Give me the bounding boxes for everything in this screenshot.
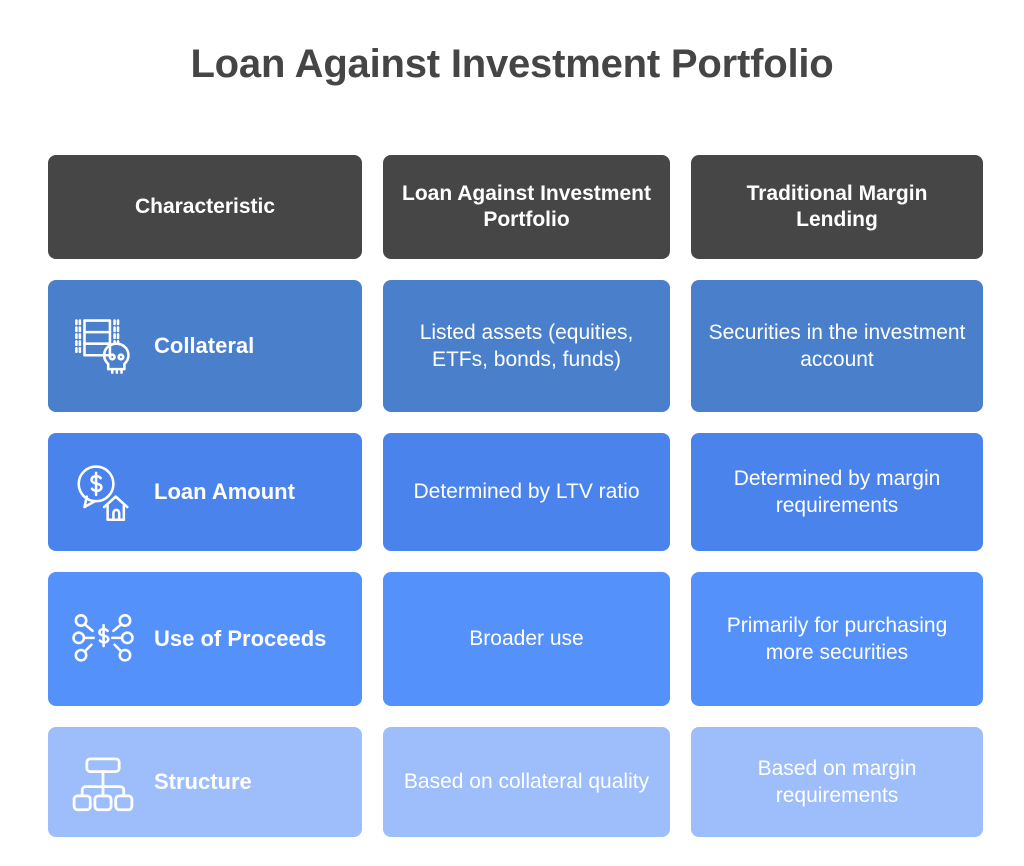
comparison-table: Characteristic Loan Against Investment P… [48,155,983,837]
cell-traditional-margin-lending: Primarily for purchasing more securities [691,572,983,706]
cell-loan-against-investment-portfolio: Broader use [383,572,670,706]
row-label-text: Loan Amount [154,478,295,504]
row-label-structure: Structure [48,727,362,837]
dollar-speech-bubble-house-icon [66,455,140,529]
row-label-use-of-proceeds: Use of Proceeds [48,572,362,706]
hierarchy-org-chart-icon [66,745,140,819]
header-cell-traditional-margin-lending: Traditional Margin Lending [691,155,983,259]
page-title: Loan Against Investment Portfolio [190,42,834,86]
cell-loan-against-investment-portfolio: Determined by LTV ratio [383,433,670,551]
row-label-loan-amount: Loan Amount [48,433,362,551]
header-cell-characteristic: Characteristic [48,155,362,259]
table-row: Use of Proceeds Broader use Primarily fo… [48,572,983,706]
film-strip-skull-icon [66,309,140,383]
table-row: Loan Amount Determined by LTV ratio Dete… [48,433,983,551]
table-row: Collateral Listed assets (equities, ETFs… [48,280,983,412]
cell-loan-against-investment-portfolio: Listed assets (equities, ETFs, bonds, fu… [383,280,670,412]
cell-traditional-margin-lending: Securities in the investment account [691,280,983,412]
row-label-collateral: Collateral [48,280,362,412]
header-cell-loan-against-investment-portfolio: Loan Against Investment Portfolio [383,155,670,259]
row-label-text: Structure [154,768,252,794]
row-label-text: Use of Proceeds [154,625,327,651]
cell-traditional-margin-lending: Based on margin requirements [691,727,983,837]
dollar-network-nodes-icon [66,602,140,676]
cell-loan-against-investment-portfolio: Based on collateral quality [383,727,670,837]
row-label-text: Collateral [154,332,255,358]
cell-traditional-margin-lending: Determined by margin requirements [691,433,983,551]
table-row: Structure Based on collateral quality Ba… [48,727,983,837]
table-header-row: Characteristic Loan Against Investment P… [48,155,983,259]
